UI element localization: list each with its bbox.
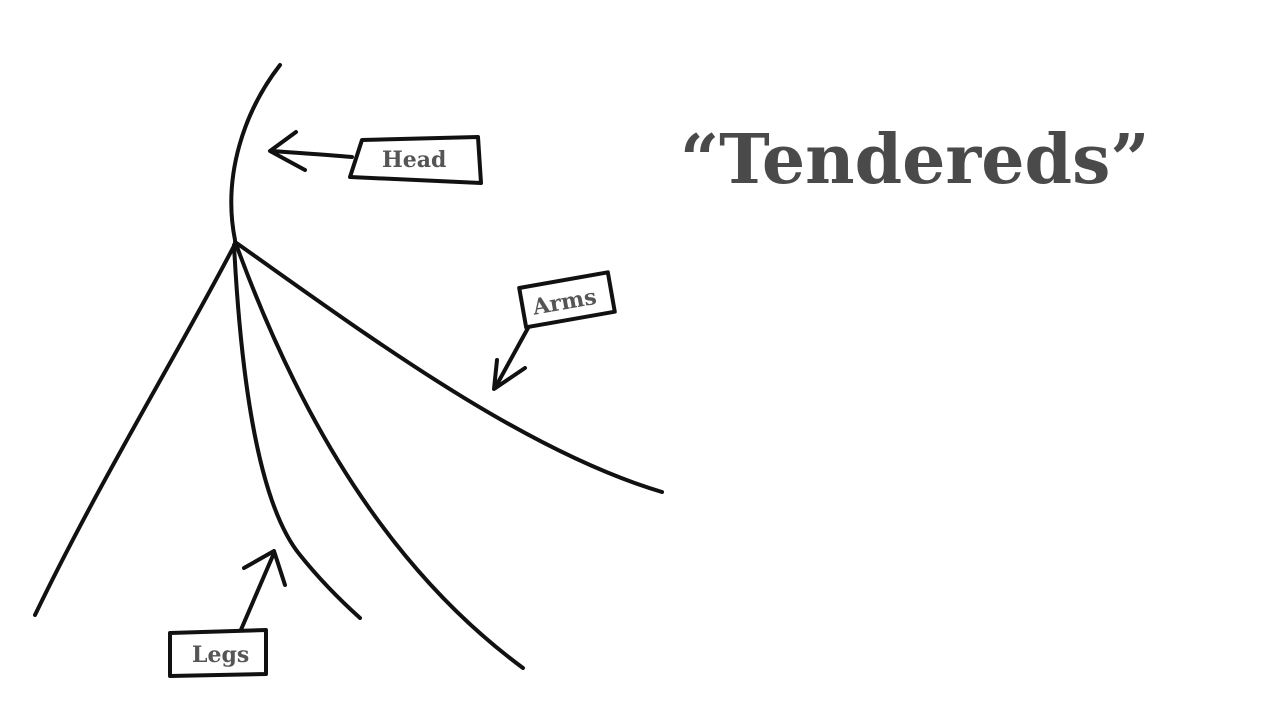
head-label-box [348, 135, 483, 185]
head-callout: Head [268, 130, 483, 185]
leg-right [232, 243, 362, 620]
head-arrow-tip [268, 130, 307, 172]
head-label: Head [382, 147, 446, 173]
arms-arrow-tip [492, 358, 527, 391]
arm-short [234, 242, 525, 670]
legs-arrow-tip [242, 549, 287, 587]
diagram-title: “Tendereds” [680, 120, 1150, 200]
legs-callout: Legs [168, 549, 287, 678]
head-arrow-shaft [270, 149, 354, 159]
arms-label-box [517, 270, 617, 330]
arms-callout: Arms [492, 270, 617, 391]
legs-arrow-shaft [238, 551, 276, 634]
leg-left [33, 242, 237, 617]
legs-label-box [168, 628, 268, 678]
arms-arrow-shaft [493, 326, 530, 390]
head-curve [229, 63, 282, 242]
legs-label: Legs [192, 642, 249, 668]
arm-long [233, 240, 664, 494]
